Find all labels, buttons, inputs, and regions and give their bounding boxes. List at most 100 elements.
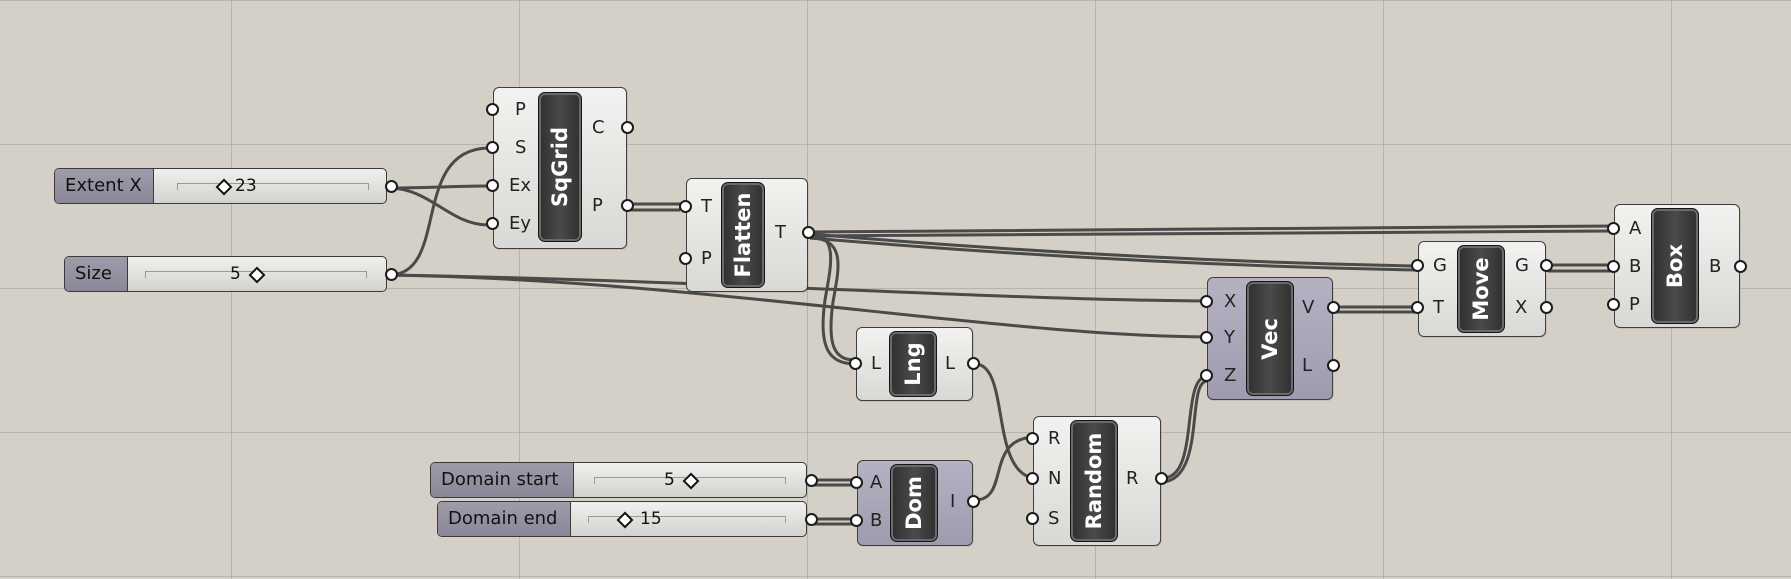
slider-knob[interactable]: [215, 178, 233, 196]
output-l-label: L: [1302, 355, 1313, 376]
slider-label: Size: [65, 257, 128, 291]
input-s-port[interactable]: [486, 141, 499, 154]
output-r-port[interactable]: [1155, 472, 1168, 485]
input-p-label: P: [515, 99, 526, 120]
sqgrid-component[interactable]: P S Ex Ey SqGrid C P: [486, 87, 634, 249]
input-t-port[interactable]: [1411, 301, 1424, 314]
component-nickname[interactable]: Random: [1070, 420, 1118, 542]
input-z-port[interactable]: [1200, 369, 1213, 382]
output-i-label: I: [950, 491, 956, 512]
input-x-port[interactable]: [1200, 295, 1213, 308]
slider-output-port[interactable]: [385, 180, 398, 193]
input-p-port[interactable]: [679, 252, 692, 265]
wire-random-vec-z-2[interactable]: [1162, 379, 1208, 484]
input-s-port[interactable]: [1026, 512, 1039, 525]
wire-size-vec-y[interactable]: [388, 273, 1208, 339]
output-x-port[interactable]: [1540, 301, 1553, 314]
lng-component[interactable]: L Lng L: [849, 327, 980, 401]
wire-flatten-move-g-2[interactable]: [809, 236, 1419, 272]
input-p-label: P: [1629, 294, 1640, 315]
move-component[interactable]: G T Move G X: [1411, 241, 1553, 337]
random-component[interactable]: R N S Random R: [1026, 416, 1168, 546]
component-nickname[interactable]: Dom: [890, 464, 938, 542]
wire-random-vec-z[interactable]: [1162, 374, 1208, 480]
input-b-port[interactable]: [850, 514, 863, 527]
slider-value: 5: [664, 470, 675, 490]
output-x-label: X: [1515, 297, 1528, 318]
input-z-label: Z: [1224, 365, 1237, 386]
domain-start-slider[interactable]: Domain start 5: [430, 462, 818, 498]
input-a-label: A: [1629, 218, 1642, 239]
output-p-port[interactable]: [621, 199, 634, 212]
wire-flatten-lng-2[interactable]: [809, 236, 857, 362]
slider-value: 15: [640, 509, 662, 529]
input-ey-label: Ey: [509, 213, 532, 234]
box-component[interactable]: A B P Box B: [1607, 204, 1747, 328]
output-t-label: T: [775, 222, 786, 243]
input-s-label: S: [515, 137, 527, 158]
output-i-port[interactable]: [967, 495, 980, 508]
wire-size-vec-x[interactable]: [388, 273, 1208, 303]
output-g-label: G: [1515, 255, 1529, 276]
input-a-label: A: [870, 472, 883, 493]
output-l-port[interactable]: [967, 357, 980, 370]
input-p-label: P: [701, 248, 712, 269]
input-b-port[interactable]: [1607, 260, 1620, 273]
wire-size-s[interactable]: [388, 146, 489, 277]
input-p-port[interactable]: [1607, 298, 1620, 311]
component-nickname[interactable]: Vec: [1246, 281, 1294, 396]
input-n-port[interactable]: [1026, 472, 1039, 485]
input-a-port[interactable]: [850, 476, 863, 489]
input-a-port[interactable]: [1607, 222, 1620, 235]
input-g-port[interactable]: [1411, 259, 1424, 272]
slider-value: 23: [235, 176, 257, 196]
wire-flatten-box-a[interactable]: [809, 224, 1615, 234]
input-x-label: X: [1224, 291, 1237, 312]
input-ey-port[interactable]: [486, 217, 499, 230]
input-t-label: T: [1433, 297, 1444, 318]
output-c-port[interactable]: [621, 121, 634, 134]
wire-flatten-move-g[interactable]: [809, 232, 1419, 268]
input-r-port[interactable]: [1026, 432, 1039, 445]
vec-component[interactable]: X Y Z Vec V L: [1200, 277, 1340, 400]
output-b-port[interactable]: [1734, 260, 1747, 273]
slider-output-port[interactable]: [805, 513, 818, 526]
slider-knob[interactable]: [248, 266, 266, 284]
slider-knob[interactable]: [616, 511, 634, 529]
component-nickname[interactable]: Move: [1457, 245, 1505, 333]
slider-track[interactable]: [177, 183, 369, 190]
slider-knob[interactable]: [682, 472, 700, 490]
slider-output-port[interactable]: [805, 474, 818, 487]
dom-component[interactable]: A B Dom I: [850, 460, 980, 546]
wire-dom-random[interactable]: [974, 435, 1034, 502]
output-v-port[interactable]: [1327, 301, 1340, 314]
slider-track[interactable]: [588, 516, 786, 523]
domain-end-slider[interactable]: Domain end 15: [437, 501, 818, 537]
extent-x-slider[interactable]: Extent X 23: [54, 168, 398, 204]
input-s-label: S: [1048, 508, 1060, 529]
input-l-label: L: [871, 353, 882, 374]
component-nickname[interactable]: Flatten: [721, 182, 765, 288]
input-y-port[interactable]: [1200, 331, 1213, 344]
component-nickname[interactable]: Lng: [889, 331, 937, 397]
output-g-port[interactable]: [1540, 259, 1553, 272]
output-c-label: C: [592, 117, 605, 138]
input-t-port[interactable]: [679, 200, 692, 213]
component-nickname[interactable]: Box: [1651, 208, 1699, 324]
input-ex-label: Ex: [509, 175, 532, 196]
wire-flatten-box-a-2[interactable]: [809, 229, 1615, 238]
component-nickname[interactable]: SqGrid: [538, 92, 582, 242]
output-t-port[interactable]: [802, 226, 815, 239]
wire-lng-random[interactable]: [974, 362, 1034, 480]
size-slider[interactable]: Size 5: [64, 256, 398, 292]
slider-output-port[interactable]: [385, 268, 398, 281]
input-y-label: Y: [1224, 327, 1235, 348]
input-l-port[interactable]: [849, 357, 862, 370]
flatten-component[interactable]: T P Flatten T: [679, 178, 815, 292]
input-p-port[interactable]: [486, 103, 499, 116]
wire-extentx-ey[interactable]: [388, 186, 489, 227]
input-ex-port[interactable]: [486, 179, 499, 192]
input-b-label: B: [870, 510, 883, 531]
output-l-port[interactable]: [1327, 359, 1340, 372]
